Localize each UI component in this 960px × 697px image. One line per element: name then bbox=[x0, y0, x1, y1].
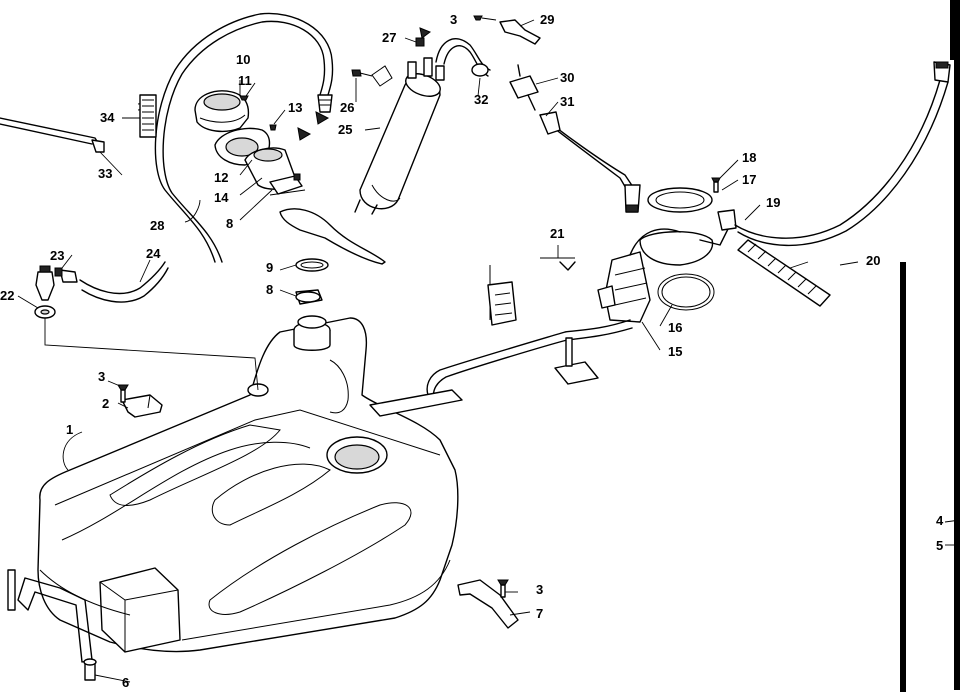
screw-13 bbox=[269, 124, 277, 131]
filler-hose-upper bbox=[269, 189, 386, 265]
tank-strap-7 bbox=[457, 579, 519, 629]
fuel-hose-19 bbox=[734, 79, 941, 239]
callout-1: 1 bbox=[66, 422, 73, 437]
hose-fitting-31b bbox=[624, 184, 641, 213]
callout-27: 27 bbox=[382, 30, 396, 45]
callout-4: 4 bbox=[936, 513, 944, 528]
callout-2: 2 bbox=[102, 396, 109, 411]
vent-fitting-23 bbox=[54, 267, 78, 283]
o-ring-9 bbox=[295, 258, 329, 272]
callout-8a: 8 bbox=[226, 216, 233, 231]
callout-31: 31 bbox=[560, 94, 574, 109]
callout-14: 14 bbox=[214, 190, 229, 205]
callout-7: 7 bbox=[536, 606, 543, 621]
charcoal-canister-25 bbox=[354, 73, 441, 215]
clamp-29 bbox=[499, 19, 541, 45]
pump-gasket-17 bbox=[647, 187, 713, 213]
callout-12: 12 bbox=[214, 170, 228, 185]
vent-hose-28 bbox=[154, 12, 334, 263]
hose-connector-32 bbox=[471, 63, 489, 77]
right-border bbox=[900, 0, 960, 692]
callout-30: 30 bbox=[560, 70, 574, 85]
fuel-pump-15 bbox=[597, 209, 737, 323]
clamp-27 bbox=[415, 37, 425, 47]
flow-arrow-25 bbox=[315, 111, 330, 125]
callout-32: 32 bbox=[474, 92, 488, 107]
pickup-tube bbox=[369, 319, 633, 417]
callout-5: 5 bbox=[936, 538, 943, 553]
callout-3b: 3 bbox=[536, 582, 543, 597]
vent-fitting-22 bbox=[34, 265, 56, 319]
callout-34: 34 bbox=[100, 110, 115, 125]
clamp-8-upper bbox=[269, 173, 303, 195]
callout-13: 13 bbox=[288, 100, 302, 115]
hose-sleeve-20 bbox=[737, 239, 831, 307]
callout-6: 6 bbox=[122, 675, 129, 690]
hose-fitting-31a bbox=[539, 111, 561, 135]
vent-tube-33 bbox=[0, 117, 105, 153]
hose-fitting-28 bbox=[317, 94, 333, 113]
bolt-26 bbox=[351, 69, 373, 77]
filler-ring-12 bbox=[214, 127, 271, 166]
leader-lines bbox=[17, 19, 960, 683]
bolt-6 bbox=[83, 658, 97, 681]
callout-28: 28 bbox=[150, 218, 164, 233]
callout-16: 16 bbox=[668, 320, 682, 335]
callout-22: 22 bbox=[0, 288, 14, 303]
fuel-tank bbox=[37, 315, 459, 653]
callout-10: 10 bbox=[236, 52, 250, 67]
callout-17: 17 bbox=[742, 172, 756, 187]
screw-3-top bbox=[473, 15, 497, 21]
tank-bracket-2 bbox=[121, 394, 163, 418]
callout-23: 23 bbox=[50, 248, 64, 263]
callout-26: 26 bbox=[340, 100, 354, 115]
callout-labels: 1 2 3 3 3 4 5 6 7 8 8 9 10 11 12 13 14 1… bbox=[0, 12, 944, 690]
callout-11: 11 bbox=[238, 73, 252, 88]
callout-8b: 8 bbox=[266, 282, 273, 297]
flow-arrow-13 bbox=[297, 127, 312, 141]
hose-fitting-19 bbox=[933, 61, 951, 83]
clamp-8-lower bbox=[295, 289, 323, 305]
callout-25: 25 bbox=[338, 122, 352, 137]
fuel-cap-10 bbox=[194, 90, 250, 133]
callout-20: 20 bbox=[866, 253, 880, 268]
callout-19: 19 bbox=[766, 195, 780, 210]
screw-18 bbox=[711, 177, 721, 193]
callout-24: 24 bbox=[146, 246, 161, 261]
callout-18: 18 bbox=[742, 150, 756, 165]
spring-34 bbox=[137, 94, 158, 138]
canister-bracket bbox=[371, 65, 393, 87]
callout-29: 29 bbox=[540, 12, 554, 27]
screw-3-left bbox=[117, 384, 129, 403]
callout-3c: 3 bbox=[450, 12, 457, 27]
callout-9: 9 bbox=[266, 260, 273, 275]
rollover-valve-30 bbox=[509, 64, 539, 111]
screw-11 bbox=[239, 95, 249, 101]
callout-15: 15 bbox=[668, 344, 682, 359]
harness-21 bbox=[487, 257, 576, 326]
screw-3-right bbox=[497, 579, 509, 598]
callout-21: 21 bbox=[550, 226, 564, 241]
pump-seal-16 bbox=[657, 273, 715, 311]
canister-fittings bbox=[407, 57, 445, 81]
vent-hose-24 bbox=[79, 261, 166, 295]
callout-33: 33 bbox=[98, 166, 112, 181]
flow-arrow-27 bbox=[419, 27, 432, 39]
callout-3a: 3 bbox=[98, 369, 105, 384]
